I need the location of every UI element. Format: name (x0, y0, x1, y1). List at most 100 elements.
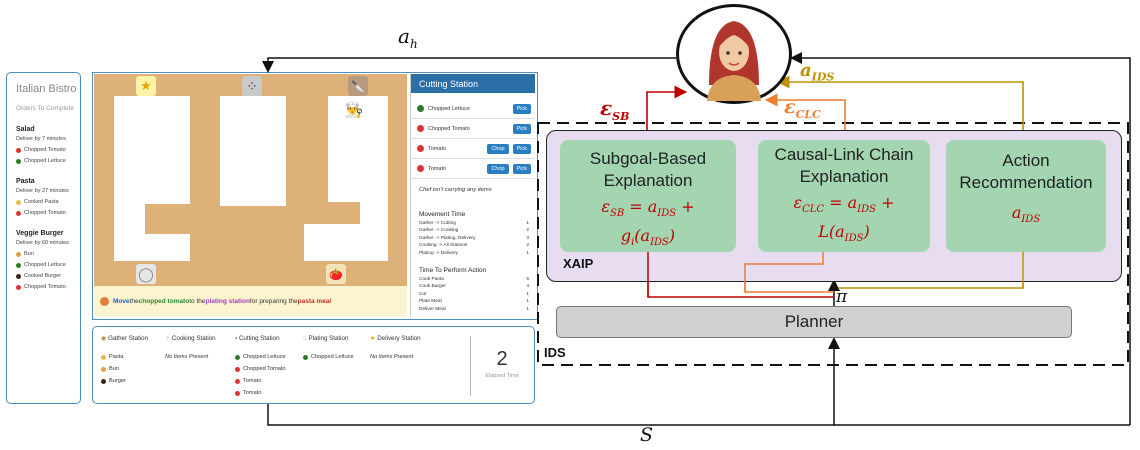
tomato-icon (417, 125, 424, 132)
kitchen-map[interactable]: ★ ⁘ 🔪 ◯ 🍅 👨‍🍳 (94, 74, 407, 286)
order-due: Deliver by 27 minutes (16, 188, 69, 194)
chef-icon: 👨‍🍳 (344, 102, 364, 119)
pick-button[interactable]: Pick (512, 143, 531, 154)
chop-button[interactable]: Chop (487, 163, 509, 174)
chop-button[interactable]: Chop (487, 143, 509, 154)
ids-region (537, 122, 1129, 366)
delivery-station-column: ★ Delivery Station No Items Present (370, 335, 421, 360)
tomato-icon (417, 165, 424, 172)
tomato-icon (16, 210, 21, 216)
floor-area (360, 202, 388, 224)
tomato-icon (16, 147, 21, 153)
patty-icon (16, 273, 21, 279)
action-recommendation-arrow (776, 75, 1024, 140)
floor-area (145, 234, 190, 261)
e-clc-label: εCLC (784, 96, 821, 121)
floor-area (114, 204, 145, 261)
gather-station-column: ◉ Gather Station Pasta Bun Burger (101, 335, 149, 384)
pick-button[interactable]: Pick (512, 163, 531, 174)
star-icon: ★ (370, 335, 376, 342)
state-arrow-up (790, 52, 1131, 425)
elapsed-time: 2 Elapsed Time (470, 336, 533, 396)
cutting-station-knife-icon[interactable]: 🔪 (348, 76, 368, 96)
clc-explanation-arrow (764, 93, 846, 140)
state-arrow (267, 337, 840, 426)
ingredient: Chopped Tomato (16, 147, 80, 153)
order-due: Deliver by 60 minutes (16, 240, 69, 246)
order-name: Salad (16, 126, 35, 133)
cutting-item-row: Tomato Chop Pick (411, 139, 535, 159)
clc-formula: εCLC = aIDS + (793, 193, 895, 216)
human-avatar-icon (676, 4, 792, 104)
tomato-icon (417, 145, 424, 152)
floor-area (328, 96, 388, 202)
pasta-icon (101, 354, 106, 360)
orders-subtitle: Orders To Complete (16, 105, 75, 112)
ingredient: Chopped Tomato (16, 210, 80, 216)
subgoal-explanation-box: Subgoal-Based Explanation εSB = aIDS + g… (560, 140, 736, 252)
cutting-item-row: Chopped Tomato Pick (411, 119, 535, 139)
pasta-icon (16, 199, 21, 205)
ingredient: Chopped Lettuce (16, 262, 80, 268)
floor-area (304, 224, 388, 261)
plating-station-column: ○ Plating Station Chopped Lettuce (303, 335, 354, 360)
order-pasta: Pasta Deliver by 27 minutes Cooked Pasta… (16, 178, 80, 216)
orders-panel: Italian Bistro Orders To Complete Salad … (6, 72, 81, 404)
cooking-station-stove-icon[interactable]: ⁘ (242, 76, 262, 96)
state-label: S (640, 424, 654, 446)
pick-button[interactable]: Pick (512, 103, 531, 114)
ingredient: Chopped Lettuce (16, 158, 80, 164)
chef-avatar-icon (100, 296, 109, 306)
e-sb-label: εSB (600, 96, 630, 123)
gather-icon: ◉ (101, 335, 107, 342)
bun-icon (16, 251, 21, 257)
sb-formula: εSB = aIDS + (601, 197, 695, 220)
order-name: Veggie Burger (16, 230, 64, 237)
action-formula: aIDS (1011, 203, 1041, 226)
causal-link-explanation-box: Causal-Link Chain Explanation εCLC = aID… (758, 140, 930, 252)
patty-icon (101, 378, 106, 384)
lettuce-icon (235, 354, 240, 360)
xaip-label: XAIP (563, 256, 594, 271)
person-icon (707, 21, 761, 101)
pi-label: π (836, 287, 848, 307)
stations-panel: ◉ Gather Station Pasta Bun Burger ⁘ Cook… (92, 326, 535, 404)
pick-button[interactable]: Pick (512, 123, 531, 134)
cutting-item-row: Chopped Lettuce Pick (411, 99, 535, 119)
plating-station-plate-icon[interactable]: ◯ (136, 264, 156, 284)
order-due: Deliver by 7 minutes (16, 136, 66, 142)
tomato-icon (235, 390, 240, 396)
cutting-panel-title: Cutting Station (411, 74, 535, 93)
sb-explanation-arrow (646, 85, 688, 140)
instruction-message: Move the chopped tomato to the plating s… (94, 286, 407, 316)
ingredient: Cooked Pasta (16, 199, 80, 205)
carrying-status: Chef isn't carrying any items (419, 187, 492, 193)
order-name: Pasta (16, 178, 35, 185)
plate-icon: ○ (303, 335, 307, 342)
tomato-icon (16, 284, 21, 290)
lettuce-icon (16, 158, 21, 164)
ingredient: Chopped Tomato (16, 284, 80, 290)
ingredient: Cooked Burger (16, 273, 80, 279)
elapsed-value: 2 (496, 348, 508, 370)
gather-station-food-icon[interactable]: 🍅 (326, 264, 346, 284)
restaurant-title: Italian Bistro (16, 83, 77, 95)
order-salad: Salad Deliver by 7 minutes Chopped Tomat… (16, 126, 80, 164)
cutting-station-column: ▪ Cutting Station Chopped Lettuce Choppe… (235, 335, 286, 396)
tomato-icon (235, 366, 240, 372)
ingredient: Bun (16, 251, 80, 257)
delivery-station-star-icon[interactable]: ★ (136, 76, 156, 96)
human-action-label: ah (398, 24, 418, 51)
human-action-arrow (262, 57, 676, 73)
knife-icon: ▪ (235, 335, 238, 342)
cutting-station-panel: Cutting Station Chopped Lettuce Pick Cho… (410, 74, 535, 317)
action-recommendation-box: Action Recommendation aIDS (946, 140, 1106, 252)
